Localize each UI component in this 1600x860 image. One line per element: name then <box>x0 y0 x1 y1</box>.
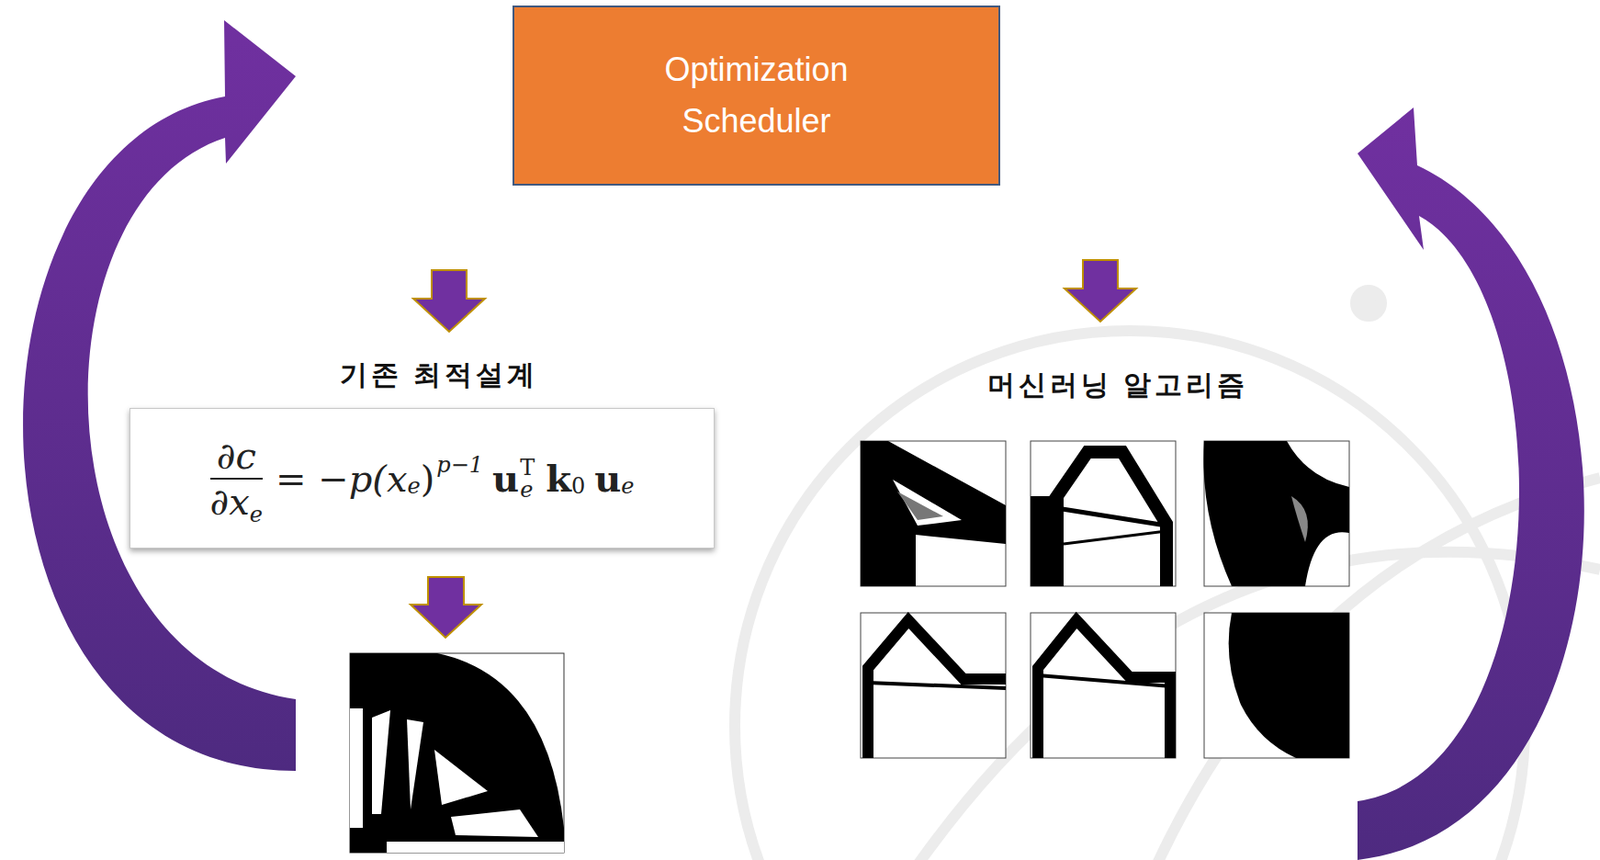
section-heading: 기존 최적설계 <box>339 356 539 395</box>
formula-term: ) <box>420 457 436 500</box>
formula-term: e <box>407 473 421 499</box>
formula-term: ∂c <box>216 434 257 477</box>
formula-term: p−1 <box>436 451 484 478</box>
formula-term: = −p(x <box>275 457 408 500</box>
formula-term: k <box>545 456 572 500</box>
formula-term: T <box>519 456 535 479</box>
formula-term: e <box>249 501 263 528</box>
formula-term: e <box>620 473 634 499</box>
formula-term: ∂x <box>210 480 250 523</box>
ml-results <box>860 440 1350 758</box>
section-heading: 머신러닝 알고리즘 <box>987 366 1249 405</box>
formula-box: ∂c∂xe= −p(xe)p−1ueTk0ue <box>129 407 715 549</box>
box-title: Optimization Scheduler <box>642 44 872 147</box>
topology-result <box>349 653 564 853</box>
index-stack: eT <box>519 456 535 501</box>
formula-term: 0 <box>571 473 586 499</box>
scheduler-box: Optimization Scheduler <box>512 5 1001 186</box>
formula-term: e <box>519 478 535 501</box>
formula-term: u <box>492 456 519 500</box>
fraction-bar <box>210 477 263 480</box>
formula-term: u <box>594 456 621 500</box>
formula: ∂c∂xe= −p(xe)p−1ueTk0ue <box>210 435 635 522</box>
fraction: ∂c∂xe <box>210 435 263 522</box>
